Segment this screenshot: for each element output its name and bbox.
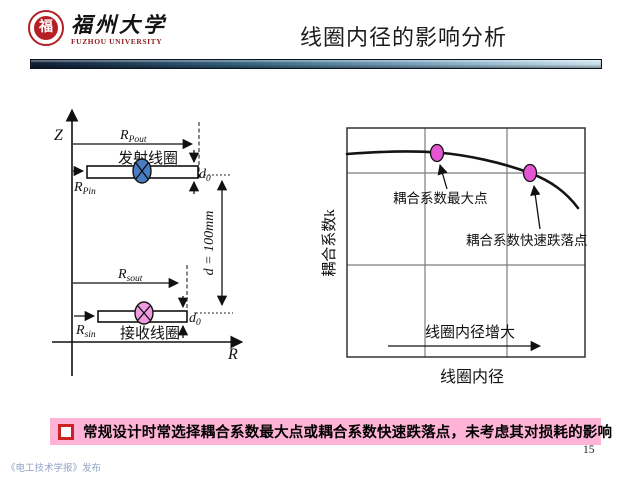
university-name-en: FUZHOU UNIVERSITY	[71, 37, 163, 46]
r-axis-label: R	[227, 346, 238, 363]
coupling-chart: 耦合系数最大点 耦合系数快速跌落点 线圈内径增大 线圈内径 耦合系数k	[321, 127, 588, 386]
rx-symbol-x2	[137, 305, 151, 321]
coupling-curve	[345, 150, 580, 210]
max-point-marker	[429, 143, 445, 163]
note-box: 常规设计时常选择耦合系数最大点或耦合系数快速跌落点，未考虑其对损耗的影响	[50, 418, 612, 445]
tx-symbol-x2	[135, 162, 149, 180]
r-pin-label: RPin	[73, 180, 96, 197]
university-name-cn: 福州大学	[71, 13, 167, 37]
drop-point-marker	[522, 163, 538, 183]
university-logo: 福 福州大学 FUZHOU UNIVERSITY	[28, 10, 167, 46]
r-sout-label: Rsout	[117, 267, 143, 284]
seal-character: 福	[34, 16, 58, 40]
drop-point-label: 耦合系数快速跌落点	[466, 233, 588, 248]
gap-label: d = 100mm	[202, 211, 217, 276]
coil-geometry-diagram: Z R RPout 发射线圈 d0 RPin d = 100mm Rsout 接…	[52, 108, 244, 376]
r-sin-label: Rsin	[75, 323, 96, 340]
university-seal-icon: 福	[28, 10, 64, 46]
tx-coil-label: 发射线圈	[118, 150, 178, 167]
max-point-arrow	[437, 164, 448, 190]
header-divider	[30, 59, 602, 69]
chart-y-axis-label: 耦合系数k	[321, 209, 338, 277]
d0-bottom-label: d0	[189, 311, 201, 328]
slide-title: 线圈内径的影响分析	[300, 25, 508, 50]
max-point-label: 耦合系数最大点	[393, 191, 488, 206]
logo-text: 福州大学 FUZHOU UNIVERSITY	[71, 10, 167, 46]
plot-frame	[346, 127, 586, 358]
footer-source: 《电工技术学报》发布	[6, 464, 102, 474]
trend-label: 线圈内径增大	[425, 324, 515, 341]
r-pout-label: RPout	[119, 128, 147, 145]
d0-top-label: d0	[199, 167, 211, 184]
chart-x-axis-label: 线圈内径	[440, 368, 504, 386]
z-axis-label: Z	[54, 127, 64, 144]
rx-coil-label: 接收线圈	[120, 325, 180, 342]
note-bullet-icon	[58, 423, 74, 440]
note-text: 常规设计时常选择耦合系数最大点或耦合系数快速跌落点，未考虑其对损耗的影响	[83, 425, 613, 441]
drop-point-arrow	[530, 184, 541, 230]
page-number: 15	[583, 444, 595, 456]
